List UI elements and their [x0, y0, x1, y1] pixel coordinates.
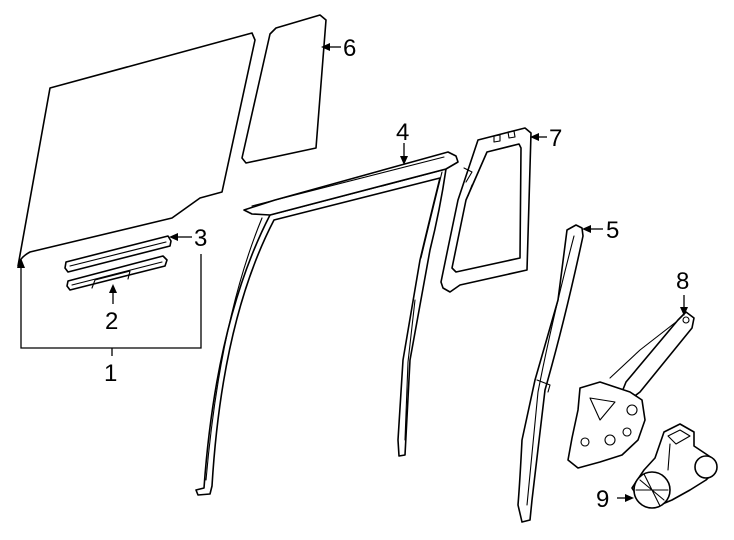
- callout-3: 3: [194, 225, 207, 252]
- door-glass: [17, 32, 256, 267]
- arrow-6: [321, 43, 330, 51]
- glass-run-channel: [195, 151, 459, 496]
- arrow-4: [400, 156, 408, 165]
- callout-5: 5: [606, 217, 619, 244]
- quarter-window-frame: [440, 127, 532, 293]
- inner-belt-weatherstrip: [66, 255, 168, 291]
- callout-1: 1: [104, 360, 117, 387]
- arrow-8: [680, 307, 688, 316]
- arrow-1: [17, 258, 25, 268]
- arrow-7: [530, 133, 539, 141]
- callout-2: 2: [105, 308, 118, 335]
- leader-lines: [17, 43, 688, 502]
- callout-9: 9: [596, 486, 609, 513]
- callout-6: 6: [343, 35, 356, 62]
- arrow-2: [109, 284, 117, 293]
- callout-7: 7: [549, 125, 562, 152]
- callout-8: 8: [676, 268, 689, 295]
- regulator-motor: [631, 423, 718, 509]
- arrow-5: [582, 225, 591, 233]
- window-regulator: [567, 311, 695, 469]
- arrow-9: [625, 494, 634, 502]
- outer-belt-moulding: [64, 235, 172, 273]
- callout-4: 4: [396, 119, 409, 146]
- rear-run-channel: [517, 224, 584, 523]
- quarter-glass: [241, 14, 327, 164]
- callout-labels: 1 2 3 4 5 6 7 8 9: [104, 35, 689, 513]
- arrow-3: [169, 233, 178, 241]
